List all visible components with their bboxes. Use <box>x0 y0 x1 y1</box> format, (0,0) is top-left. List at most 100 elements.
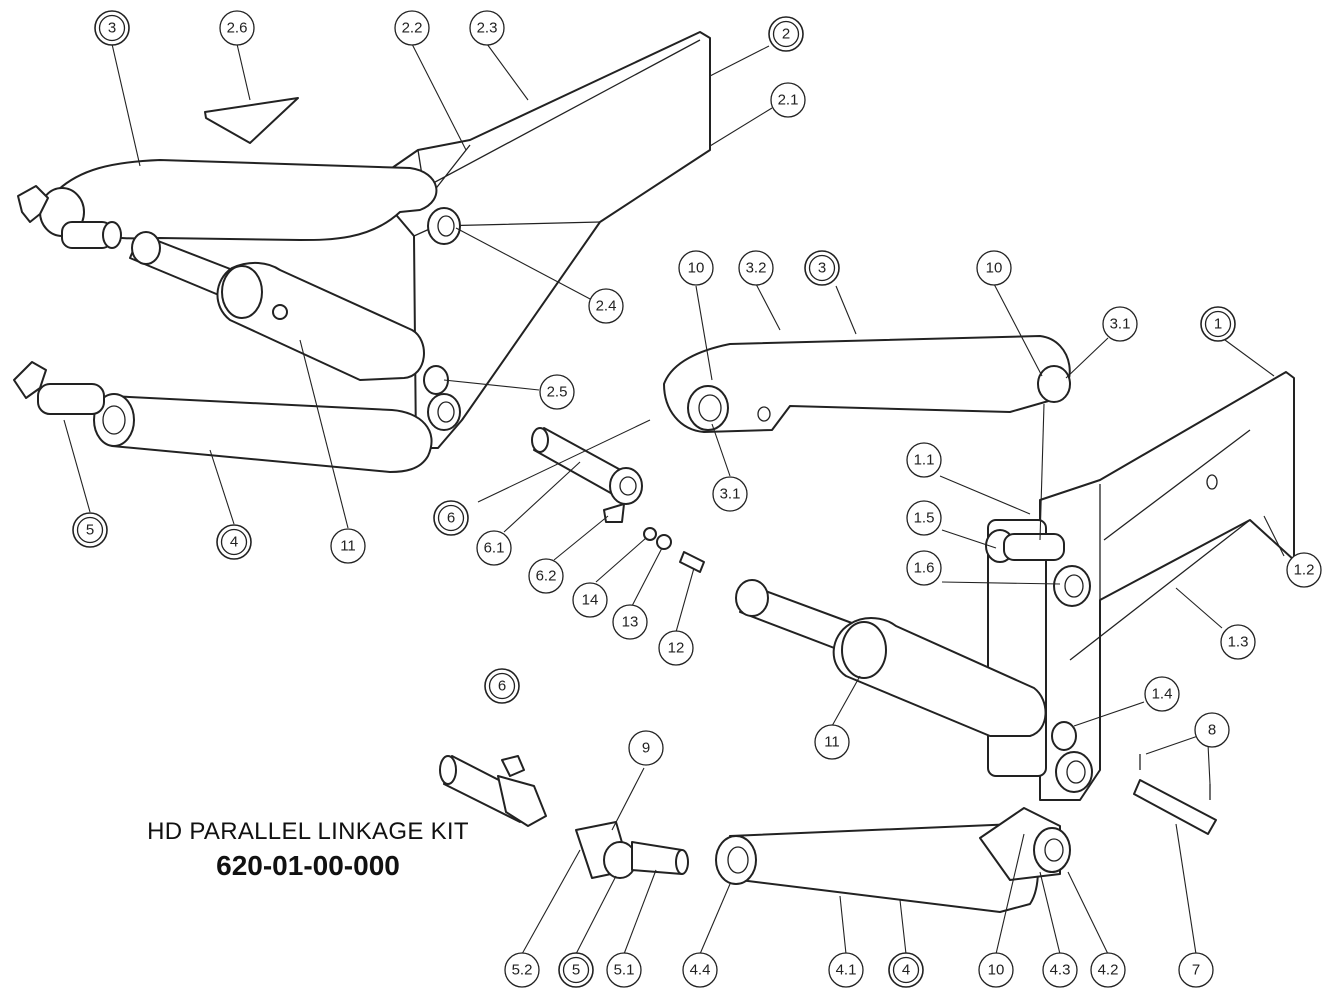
leader-line <box>503 461 581 533</box>
kit-name: HD PARALLEL LINKAGE KIT <box>147 818 469 845</box>
callout-bubble: 1.5 <box>906 500 942 536</box>
callout-label: 14 <box>582 592 599 609</box>
callout-label: 5.1 <box>614 962 635 979</box>
leader-line <box>695 285 713 381</box>
leader-line <box>675 567 695 633</box>
bushing-4-2 <box>1033 827 1071 873</box>
callout-bubble: 2.3 <box>469 10 505 46</box>
leader-line <box>595 537 647 583</box>
callout-label: 4 <box>230 534 238 551</box>
bushing-lower-left <box>427 393 461 431</box>
callout-circle <box>682 952 718 988</box>
callout-bubble: 3 <box>804 250 840 286</box>
callout-label: 2.2 <box>402 20 423 37</box>
plate-2-6 <box>204 97 299 144</box>
cylinder-left-port <box>272 304 288 320</box>
leader-line <box>1073 701 1145 727</box>
callout-bubble: 1.3 <box>1220 624 1256 660</box>
callout-label: 6.2 <box>536 568 557 585</box>
leader-line <box>1175 823 1197 955</box>
leader-line <box>709 45 770 77</box>
callout-bubble: 4 <box>888 952 924 988</box>
callout-label: 9 <box>642 740 650 757</box>
callout-label: 5.2 <box>512 962 533 979</box>
callout-circle <box>504 952 540 988</box>
leader-line <box>443 379 540 391</box>
callout-circle <box>814 724 850 760</box>
callout-circle <box>906 442 942 478</box>
leader-line <box>839 895 847 955</box>
leader-line <box>1039 871 1061 955</box>
pin-6-1-head-bore <box>619 476 637 496</box>
leader-line <box>709 107 773 147</box>
sleeve-5-1 <box>631 841 683 875</box>
callout-bubble: 9 <box>628 730 664 766</box>
callout-bubble: 5.1 <box>606 952 642 988</box>
leader-line <box>611 767 645 831</box>
callout-bubble: 11 <box>814 724 850 760</box>
callout-circle <box>1042 952 1078 988</box>
callout-inner-ring <box>98 14 126 42</box>
cylinder-right-cap <box>841 621 887 679</box>
callout-bubble: 2.5 <box>539 374 575 410</box>
upper-arm-middle-bore-left <box>698 394 722 422</box>
leader-line <box>411 43 467 151</box>
callout-bubble: 3.1 <box>1102 306 1138 342</box>
callout-bubble: 4.1 <box>828 952 864 988</box>
bushing-lower-right <box>1055 751 1093 793</box>
callout-inner-ring <box>488 672 516 700</box>
leader-line <box>486 43 529 101</box>
leader-line <box>831 675 861 727</box>
mount-plate-right-hole <box>1206 474 1218 490</box>
callout-label: 1.6 <box>914 560 935 577</box>
callout-circle <box>828 952 864 988</box>
callout-circle <box>219 10 255 46</box>
callout-inner-ring <box>437 504 465 532</box>
callout-inner-ring <box>892 956 920 984</box>
callout-label: 1.1 <box>914 452 935 469</box>
bushing-2-4-bore <box>437 215 455 237</box>
callout-circle <box>572 582 608 618</box>
leader-line <box>575 875 617 955</box>
callout-label: 5 <box>572 962 580 979</box>
callout-inner-ring <box>562 956 590 984</box>
leader-line <box>1263 515 1285 557</box>
leader-lines <box>63 43 1285 955</box>
callout-circle <box>712 476 748 512</box>
callout-circle <box>1286 552 1322 588</box>
callout-bubble: 10 <box>678 250 714 286</box>
callout-bubble: 4.3 <box>1042 952 1078 988</box>
callout-label: 2.5 <box>547 384 568 401</box>
lower-arm-left-bore <box>102 405 126 435</box>
leader-line <box>1145 735 1211 785</box>
callout-label: 4.4 <box>690 962 711 979</box>
callout-label: 2.1 <box>778 92 799 109</box>
callout-bubble: 12 <box>658 630 694 666</box>
callout-circle <box>906 500 942 536</box>
callout-bubble: 11 <box>330 528 366 564</box>
callout-label: 4 <box>902 962 910 979</box>
leader-line <box>455 227 593 301</box>
callout-bubble: 1.1 <box>906 442 942 478</box>
callout-circle <box>1194 712 1230 748</box>
pin-7 <box>1133 779 1217 835</box>
callout-circle <box>978 952 1014 988</box>
leader-line <box>623 869 657 955</box>
callout-inner-ring <box>772 20 800 48</box>
kit-part-number: 620-01-00-000 <box>216 850 400 881</box>
callout-circle <box>1144 676 1180 712</box>
callout-bubble: 1.6 <box>906 550 942 586</box>
callout-circle <box>330 528 366 564</box>
upper-arm-middle-bushing-left <box>687 385 729 431</box>
pin-6-2-tab <box>603 503 625 523</box>
callout-label: 3.1 <box>720 486 741 503</box>
lower-arm-left <box>109 395 433 473</box>
upper-arm-middle-bushing-right <box>1037 365 1071 403</box>
leader-line <box>521 849 581 955</box>
leader-line <box>553 515 609 561</box>
callout-bubble: 3.1 <box>712 476 748 512</box>
callout-label: 10 <box>988 962 1005 979</box>
